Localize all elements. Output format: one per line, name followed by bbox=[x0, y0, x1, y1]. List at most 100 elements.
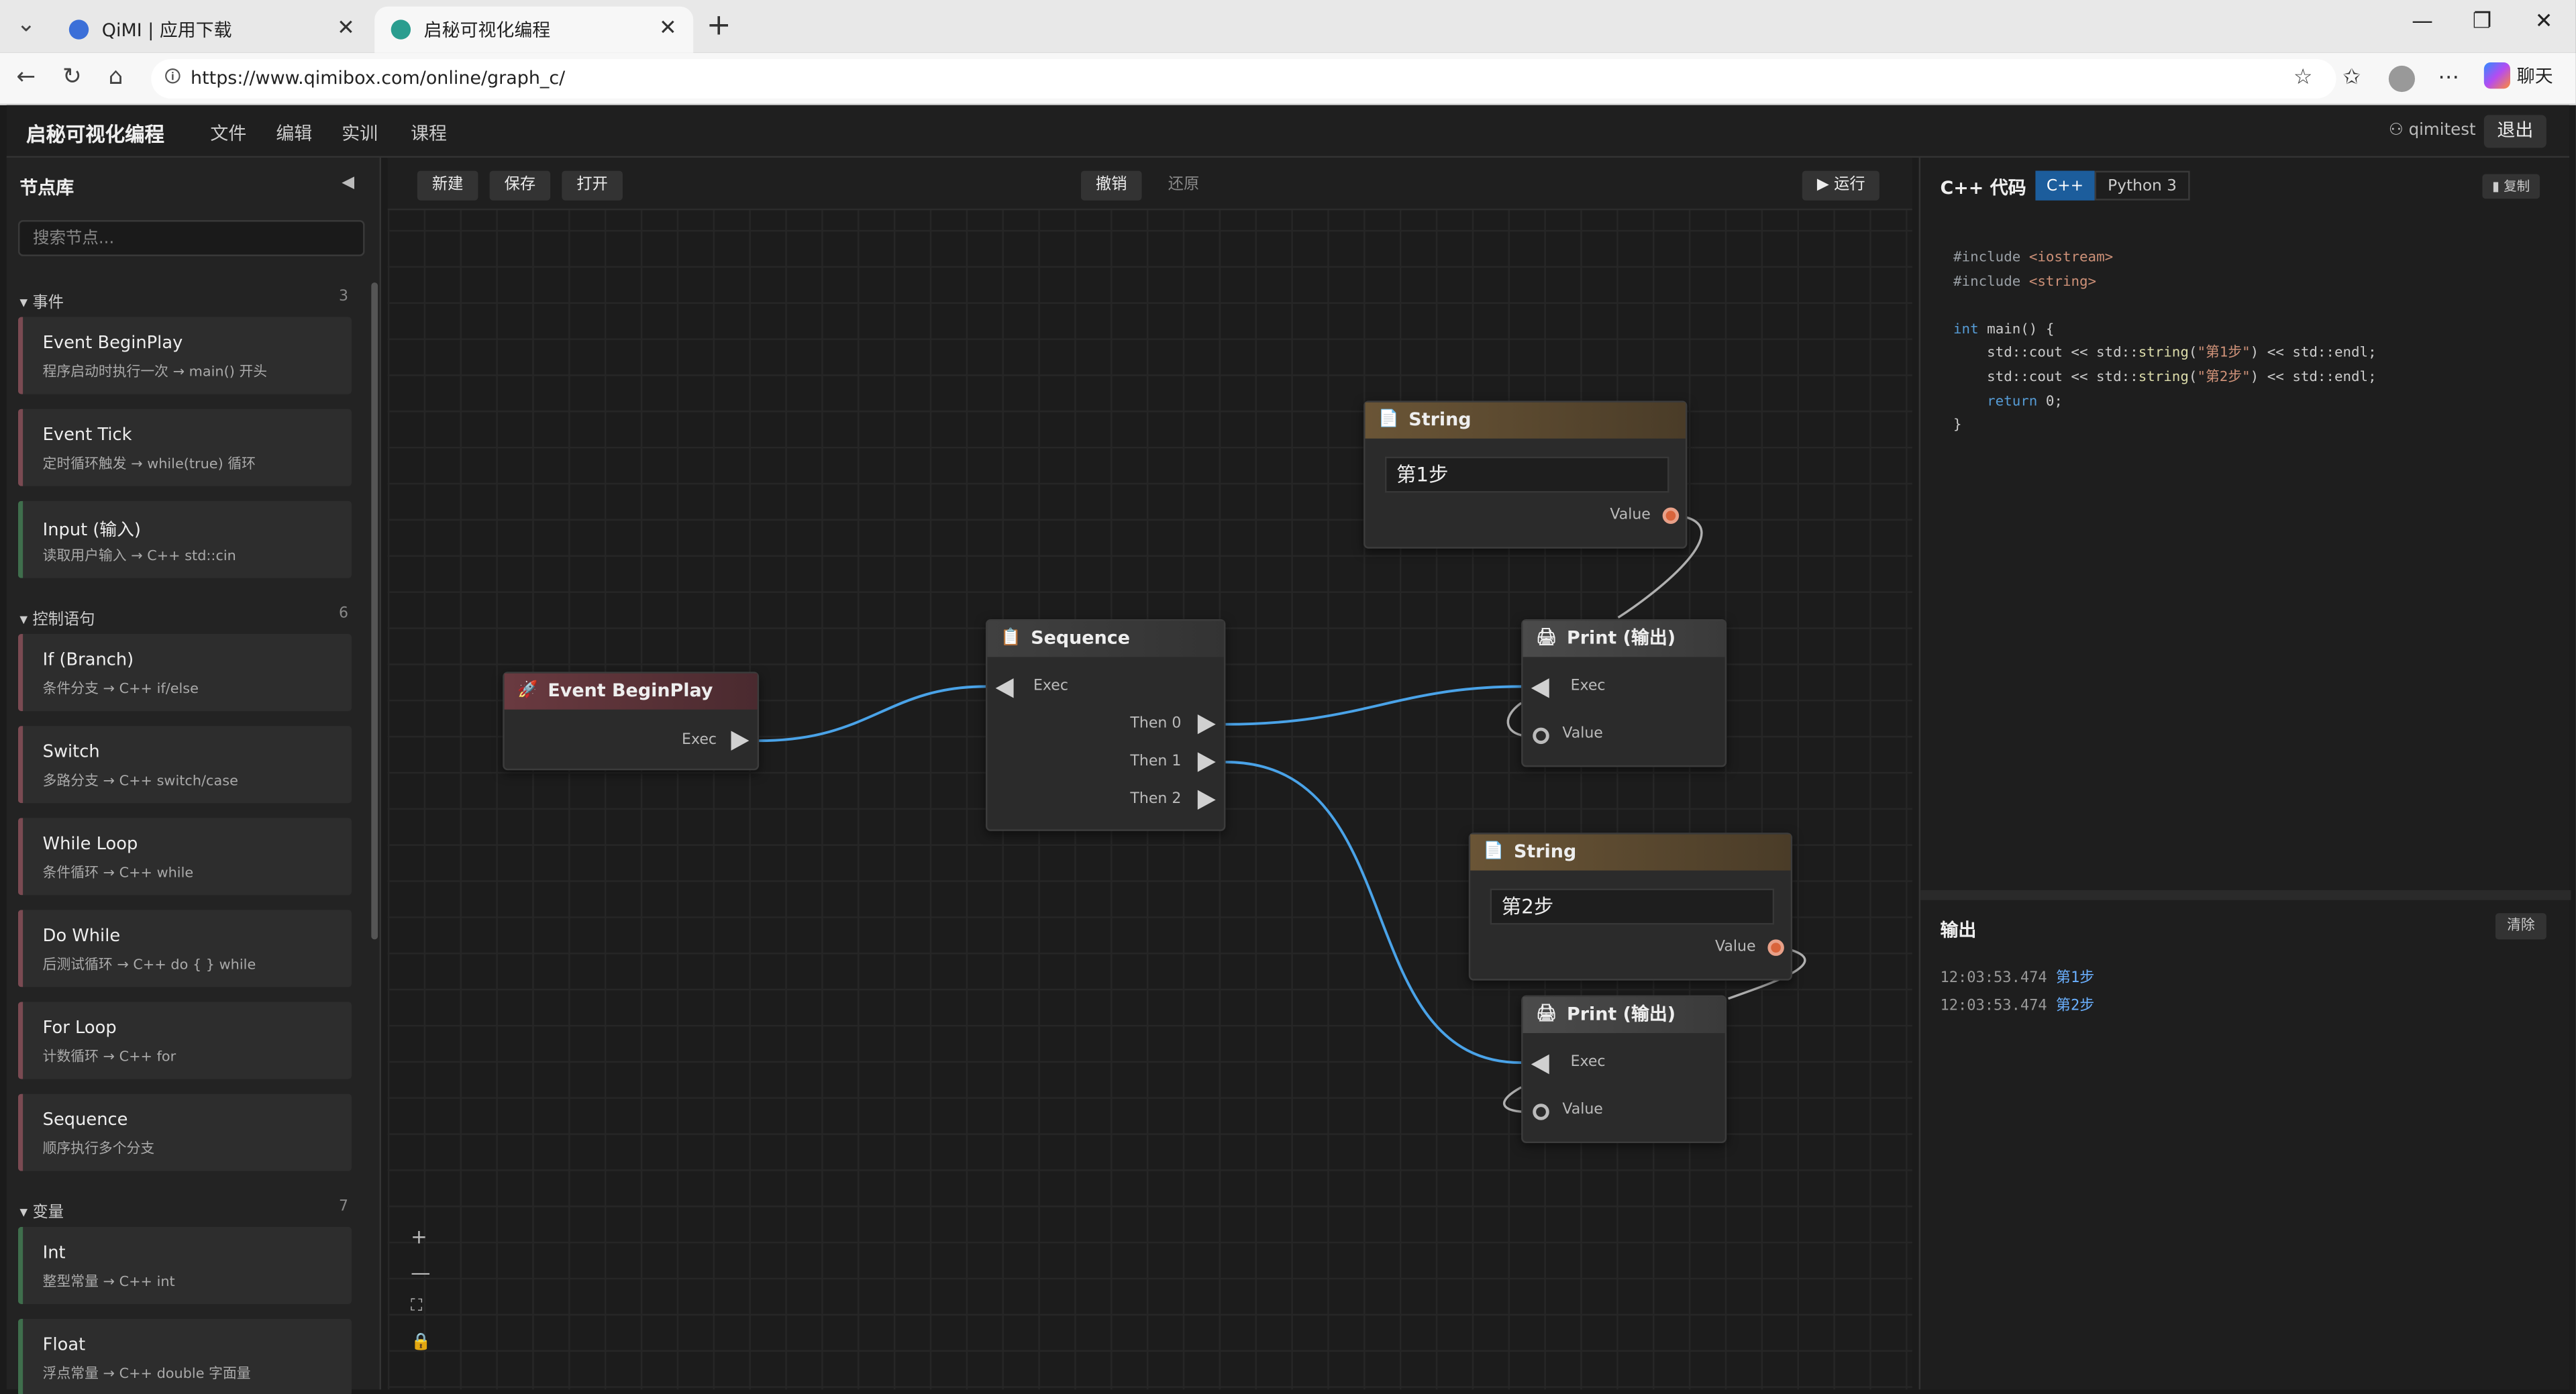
zoom-in-icon[interactable]: + bbox=[411, 1225, 427, 1248]
copy-button[interactable]: ▮ 复制 bbox=[2482, 174, 2540, 199]
lock-icon[interactable]: 🔒 bbox=[411, 1334, 431, 1352]
library-title: 节点库 bbox=[19, 177, 74, 199]
value-out-pin[interactable] bbox=[1767, 939, 1784, 956]
menu-file[interactable]: 文件 bbox=[210, 123, 247, 145]
node-title: Sequence bbox=[1031, 627, 1131, 649]
code-token: ) << std::endl; bbox=[2250, 345, 2377, 362]
browser-tab-active[interactable]: 启秘可视化编程 ✕ bbox=[374, 6, 694, 53]
node-string-2[interactable]: 📄String 第2步 Value bbox=[1468, 833, 1793, 981]
pin-label-value: Value bbox=[1715, 939, 1756, 956]
category-count: 6 bbox=[339, 606, 349, 623]
pin-label-value: Value bbox=[1562, 726, 1603, 743]
node-event-beginplay[interactable]: 🚀Event BeginPlay Exec bbox=[503, 672, 760, 771]
node-print-1[interactable]: 🖨Print (输出) Exec Value bbox=[1521, 619, 1727, 767]
exec-out-pin[interactable] bbox=[731, 731, 750, 751]
fit-view-icon[interactable]: ⛶ bbox=[411, 1297, 423, 1316]
more-icon[interactable]: ⋯ bbox=[2438, 65, 2460, 91]
panel-splitter[interactable] bbox=[1920, 890, 2571, 900]
run-button[interactable]: ▶ 运行 bbox=[1802, 170, 1880, 201]
site-info-icon[interactable]: 🛈 bbox=[164, 68, 181, 87]
reload-icon[interactable]: ↻ bbox=[62, 64, 82, 91]
back-icon[interactable]: ← bbox=[16, 64, 36, 91]
zoom-out-icon[interactable]: — bbox=[411, 1261, 431, 1285]
library-scrollbar[interactable] bbox=[371, 282, 378, 940]
url-field[interactable]: 🛈 https://www.qimibox.com/online/graph_c… bbox=[151, 59, 2336, 99]
open-button[interactable]: 打开 bbox=[562, 170, 623, 201]
tab-title: QiMI | 应用下载 bbox=[101, 19, 232, 42]
node-header[interactable]: 📄String bbox=[1470, 834, 1791, 871]
then1-out-pin[interactable] bbox=[1197, 752, 1216, 772]
close-icon[interactable]: ✕ bbox=[337, 16, 355, 42]
exec-in-pin[interactable] bbox=[995, 678, 1014, 698]
value-in-pin[interactable] bbox=[1533, 727, 1549, 745]
home-icon[interactable]: ⌂ bbox=[108, 64, 123, 91]
save-button[interactable]: 保存 bbox=[489, 170, 551, 201]
node-search-input[interactable] bbox=[17, 220, 365, 256]
tab-list-icon[interactable]: ⌄ bbox=[16, 11, 36, 38]
redo-button[interactable]: 还原 bbox=[1168, 175, 1200, 194]
node-sequence[interactable]: 📋Sequence Exec Then 0 Then 1 Then 2 bbox=[985, 619, 1226, 831]
menu-course[interactable]: 课程 bbox=[411, 123, 447, 145]
library-item-if[interactable]: If (Branch)条件分支 → C++ if/else bbox=[17, 634, 352, 712]
window-close-icon[interactable]: ✕ bbox=[2534, 9, 2553, 35]
close-icon[interactable]: ✕ bbox=[658, 16, 677, 42]
string-value-input[interactable]: 第1步 bbox=[1384, 456, 1669, 493]
category-label: 变量 bbox=[32, 1203, 64, 1222]
node-header[interactable]: 📄String bbox=[1365, 402, 1686, 439]
string-value-input[interactable]: 第2步 bbox=[1490, 888, 1775, 925]
lang-tab-cpp[interactable]: C++ bbox=[2035, 170, 2095, 201]
browser-tab-qimi[interactable]: QiMI | 应用下载 ✕ bbox=[52, 7, 371, 53]
output-title: 输出 bbox=[1940, 920, 1977, 941]
node-print-2[interactable]: 🖨Print (输出) Exec Value bbox=[1521, 995, 1727, 1144]
restore-icon[interactable]: ❐ bbox=[2472, 9, 2492, 35]
value-out-pin[interactable] bbox=[1662, 507, 1680, 525]
exec-in-pin[interactable] bbox=[1531, 678, 1549, 698]
new-tab-icon[interactable]: + bbox=[706, 8, 731, 43]
node-string-1[interactable]: 📄String 第1步 Value bbox=[1363, 400, 1688, 549]
collapse-left-icon[interactable]: ◀ bbox=[342, 174, 355, 193]
menu-edit[interactable]: 编辑 bbox=[276, 123, 313, 145]
code-view[interactable]: #include <iostream> #include <string> in… bbox=[1953, 246, 2377, 438]
library-item-input[interactable]: Input (输入)读取用户输入 → C++ std::cin bbox=[17, 500, 352, 578]
menu-training[interactable]: 实训 bbox=[342, 123, 378, 145]
qimi-favicon-icon bbox=[68, 19, 89, 40]
then0-out-pin[interactable] bbox=[1197, 714, 1216, 735]
undo-button[interactable]: 撤销 bbox=[1080, 170, 1142, 201]
minimize-icon[interactable]: — bbox=[2412, 9, 2433, 35]
profile-avatar-icon[interactable] bbox=[2388, 65, 2416, 93]
new-button[interactable]: 新建 bbox=[417, 170, 478, 201]
app-favicon-icon bbox=[391, 19, 411, 40]
clear-output-button[interactable]: 清除 bbox=[2495, 913, 2546, 940]
sequence-icon: 📋 bbox=[1000, 629, 1021, 647]
favorite-star-icon[interactable]: ☆ bbox=[2293, 65, 2313, 91]
node-header[interactable]: 🖨Print (输出) bbox=[1523, 997, 1725, 1033]
lang-tab-python[interactable]: Python 3 bbox=[2094, 170, 2190, 201]
node-header[interactable]: 🖨Print (输出) bbox=[1523, 621, 1725, 657]
favorites-icon[interactable]: ✩ bbox=[2342, 65, 2361, 91]
copilot-chat-button[interactable]: 聊天 bbox=[2483, 62, 2553, 89]
value-in-pin[interactable] bbox=[1533, 1104, 1549, 1120]
document-icon: 📄 bbox=[1483, 842, 1504, 861]
node-header[interactable]: 🚀Event BeginPlay bbox=[504, 673, 758, 710]
then2-out-pin[interactable] bbox=[1197, 790, 1216, 810]
node-header[interactable]: 📋 Sequence bbox=[987, 621, 1224, 657]
code-token: ( bbox=[2188, 345, 2198, 362]
exec-in-pin[interactable] bbox=[1531, 1054, 1549, 1075]
pin-label-exec: Exec bbox=[1033, 678, 1068, 695]
pin-label-value: Value bbox=[1562, 1102, 1603, 1119]
pin-label-then2: Then 2 bbox=[1130, 792, 1182, 808]
logout-button[interactable]: 退出 bbox=[2483, 115, 2546, 148]
code-panel: C++ 代码 C++ Python 3 ▮ 复制 #include <iostr… bbox=[1918, 158, 2571, 1390]
